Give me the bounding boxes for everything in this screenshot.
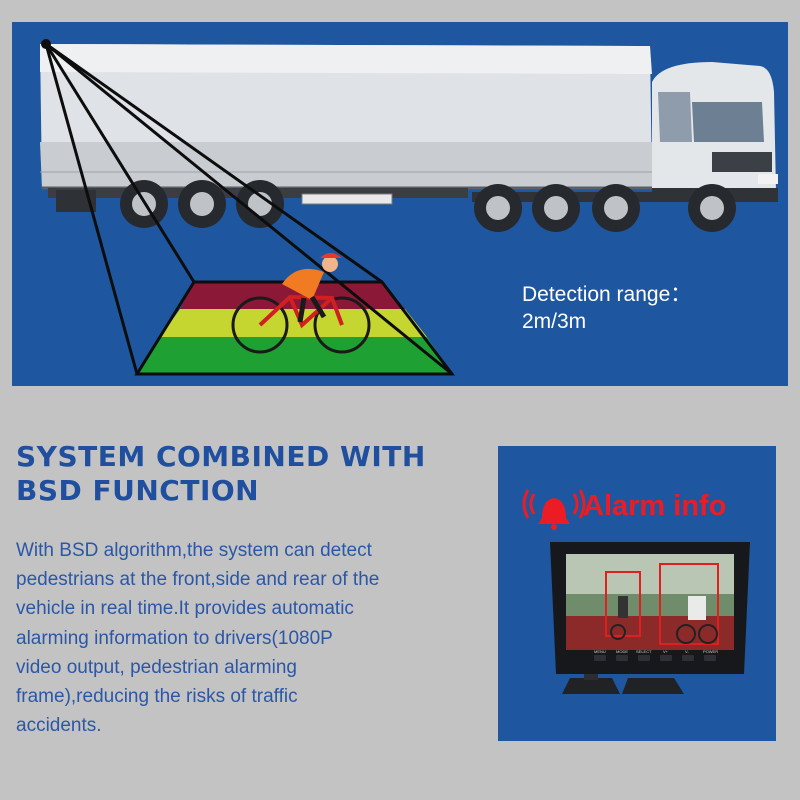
monitor-button-label: V+	[663, 649, 669, 654]
detection-range-value: 2m/3m	[522, 310, 587, 333]
monitor-button-mode[interactable]	[616, 655, 628, 661]
description-line: vehicle in real time.It provides automat…	[16, 598, 354, 620]
alarm-title: Alarm info	[583, 490, 727, 522]
camera-beams	[44, 42, 453, 376]
alarm-bell-icon	[522, 489, 586, 530]
monitor-button-label: POWER	[703, 649, 718, 654]
camera-icon	[41, 39, 51, 49]
cyclist-icon	[231, 253, 371, 354]
description-line: accidents.	[16, 715, 102, 737]
heading-line-2: BSD FUNCTION	[16, 474, 260, 507]
alarm-panel: MENU MODE SELECT V+ V- POWER Alarm info	[498, 446, 776, 741]
heading-line-1: SYSTEM COMBINED WITH	[16, 440, 426, 473]
detection-range-label: Detection range：	[522, 283, 692, 306]
pedestrian-alarm-frame	[659, 563, 719, 645]
description-line: With BSD algorithm,the system can detect	[16, 540, 372, 561]
trailer	[40, 44, 652, 212]
description-text: With BSD algorithm,the system can detect…	[16, 536, 406, 740]
description-line: frame),reducing the risks of traffic	[16, 686, 298, 708]
truck-illustration	[40, 39, 778, 376]
hero-panel: Detection range： 2m/3m	[12, 22, 788, 386]
monitor-button-label: MODE	[616, 649, 628, 654]
monitor-button-menu[interactable]	[594, 655, 606, 661]
detection-zone	[134, 280, 456, 376]
description-line: video output, pedestrian alarming	[16, 656, 297, 678]
monitor-button-volume-up[interactable]	[660, 655, 672, 661]
section-heading: SYSTEM COMBINED WITH BSD FUNCTION	[16, 440, 476, 508]
monitor-button-label: MENU	[594, 649, 606, 654]
description-line: pedestrians at the front,side and rear o…	[16, 569, 380, 591]
description-line: alarming information to drivers(1080P	[16, 627, 333, 649]
alarm-graphic: MENU MODE SELECT V+ V- POWER	[522, 489, 750, 694]
monitor-button-volume-down[interactable]	[682, 655, 694, 661]
monitor-button-select[interactable]	[638, 655, 650, 661]
monitor-button-label: SELECT	[636, 649, 652, 654]
monitor-button-power[interactable]	[704, 655, 716, 661]
truck-cab	[472, 62, 778, 202]
monitor-button-label: V-	[685, 649, 689, 654]
monitor: MENU MODE SELECT V+ V- POWER	[550, 542, 750, 694]
